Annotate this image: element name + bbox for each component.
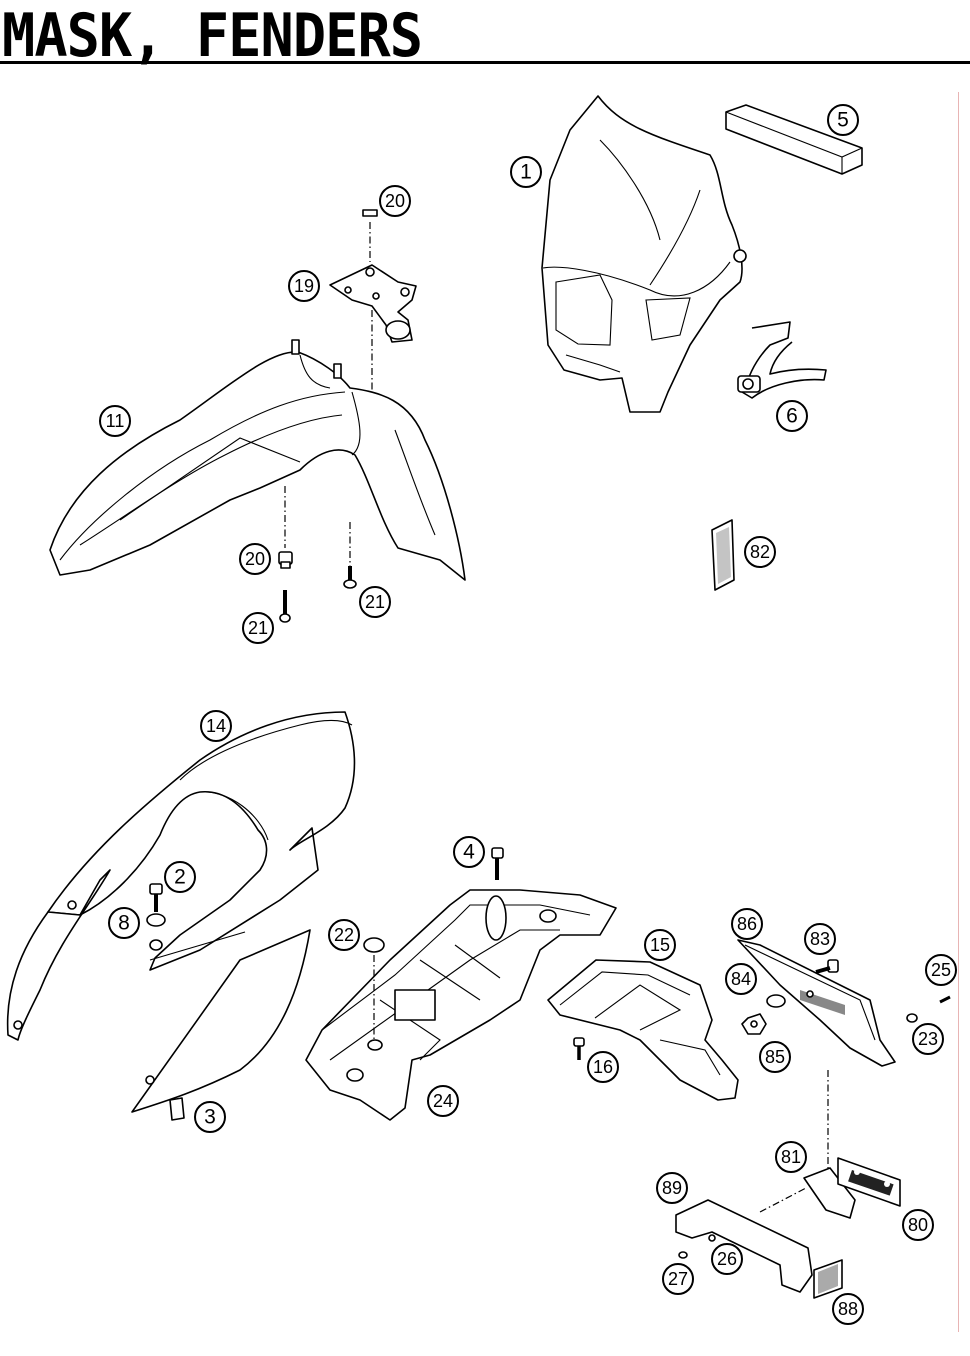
callout-81: 81 [775, 1141, 807, 1173]
svg-text:82: 82 [750, 542, 770, 562]
callout-16: 16 [587, 1051, 619, 1083]
callout-19: 19 [288, 270, 320, 302]
part-19-bracket [329, 264, 417, 343]
svg-text:25: 25 [931, 960, 951, 980]
part-80-plate-lamp [837, 1157, 901, 1207]
svg-text:26: 26 [717, 1249, 737, 1269]
svg-text:16: 16 [593, 1057, 613, 1077]
callout-85: 85 [759, 1041, 791, 1073]
svg-text:88: 88 [838, 1299, 858, 1319]
title-underline [0, 61, 970, 64]
callout-82: 82 [744, 536, 776, 568]
svg-text:3: 3 [204, 1106, 216, 1129]
svg-text:21: 21 [248, 618, 268, 638]
part-82-reflector [711, 519, 735, 591]
part-21-screw-right [343, 566, 357, 589]
callout-20-lower: 20 [239, 543, 271, 575]
part-84-washer [766, 994, 786, 1008]
svg-text:8: 8 [118, 912, 130, 935]
callout-11: 11 [99, 405, 131, 437]
svg-text:4: 4 [463, 841, 475, 864]
part-16-screw [573, 1037, 585, 1060]
callout-15: 15 [644, 929, 676, 961]
svg-text:89: 89 [662, 1178, 682, 1198]
svg-text:21: 21 [365, 592, 385, 612]
part-26-washer [708, 1234, 716, 1242]
part-85-nut [741, 1013, 767, 1035]
part-8-washer [146, 913, 166, 951]
svg-text:20: 20 [245, 549, 265, 569]
callout-14: 14 [200, 710, 232, 742]
callout-27: 27 [662, 1263, 694, 1295]
part-81-bracket [803, 1167, 856, 1219]
part-24-rear-tray [305, 889, 617, 1121]
svg-text:80: 80 [908, 1215, 928, 1235]
part-27-nut [678, 1251, 688, 1259]
svg-text:81: 81 [781, 1147, 801, 1167]
callout-4: 4 [453, 836, 485, 868]
svg-text:15: 15 [650, 935, 670, 955]
svg-text:19: 19 [294, 276, 314, 296]
svg-text:5: 5 [837, 109, 849, 132]
callout-5: 5 [827, 104, 859, 136]
callout-21-right: 21 [359, 586, 391, 618]
svg-text:24: 24 [433, 1091, 453, 1111]
callout-8: 8 [108, 907, 140, 939]
part-83-screw [815, 959, 839, 974]
part-2-bolt [149, 883, 163, 912]
callout-6: 6 [776, 400, 808, 432]
callout-84: 84 [725, 963, 757, 995]
callout-22: 22 [328, 919, 360, 951]
right-margin-line [958, 92, 959, 1332]
svg-text:2: 2 [174, 866, 186, 889]
svg-text:22: 22 [334, 925, 354, 945]
part-89-bracket [675, 1187, 813, 1293]
callout-89: 89 [656, 1172, 688, 1204]
callout-26: 26 [711, 1243, 743, 1275]
part-4-bolt [491, 847, 504, 880]
part-6-clamp [737, 321, 827, 399]
part-14-side-panels [6, 711, 356, 1113]
part-3-clip [169, 1097, 185, 1121]
part-86-plate-holder [737, 939, 896, 1067]
callout-3: 3 [194, 1101, 226, 1133]
svg-text:84: 84 [731, 969, 751, 989]
svg-text:11: 11 [106, 411, 125, 431]
callout-88: 88 [832, 1293, 864, 1325]
callout-25: 25 [925, 954, 957, 986]
part-25-screw [939, 995, 951, 1004]
part-20-lower-nut [278, 551, 293, 569]
svg-text:85: 85 [765, 1047, 785, 1067]
svg-text:27: 27 [668, 1269, 688, 1289]
part-15-mudguard [547, 959, 739, 1101]
part-11-front-fender [49, 339, 466, 581]
svg-text:86: 86 [737, 914, 757, 934]
page-title: MASK, FENDERS [2, 1, 423, 71]
part-23-nut [906, 1013, 918, 1023]
callout-1: 1 [510, 156, 542, 188]
svg-text:83: 83 [810, 929, 830, 949]
part-21-screw-left [279, 590, 291, 623]
callout-21-left: 21 [242, 612, 274, 644]
callout-80: 80 [902, 1209, 934, 1241]
svg-text:20: 20 [385, 191, 405, 211]
callout-23: 23 [912, 1023, 944, 1055]
part-88-reflector [813, 1259, 843, 1299]
callout-24: 24 [427, 1085, 459, 1117]
svg-text:1: 1 [520, 161, 532, 184]
part-1-headlight-mask [541, 95, 747, 413]
callout-86: 86 [731, 908, 763, 940]
svg-text:14: 14 [206, 716, 226, 736]
callout-20-top: 20 [379, 185, 411, 217]
callout-83: 83 [804, 923, 836, 955]
svg-text:23: 23 [918, 1029, 938, 1049]
svg-text:6: 6 [786, 405, 798, 428]
part-5-foam-strip [725, 104, 863, 175]
part-20-top-nut [362, 209, 378, 217]
part-22-plug [363, 937, 385, 1040]
callout-2: 2 [164, 861, 196, 893]
